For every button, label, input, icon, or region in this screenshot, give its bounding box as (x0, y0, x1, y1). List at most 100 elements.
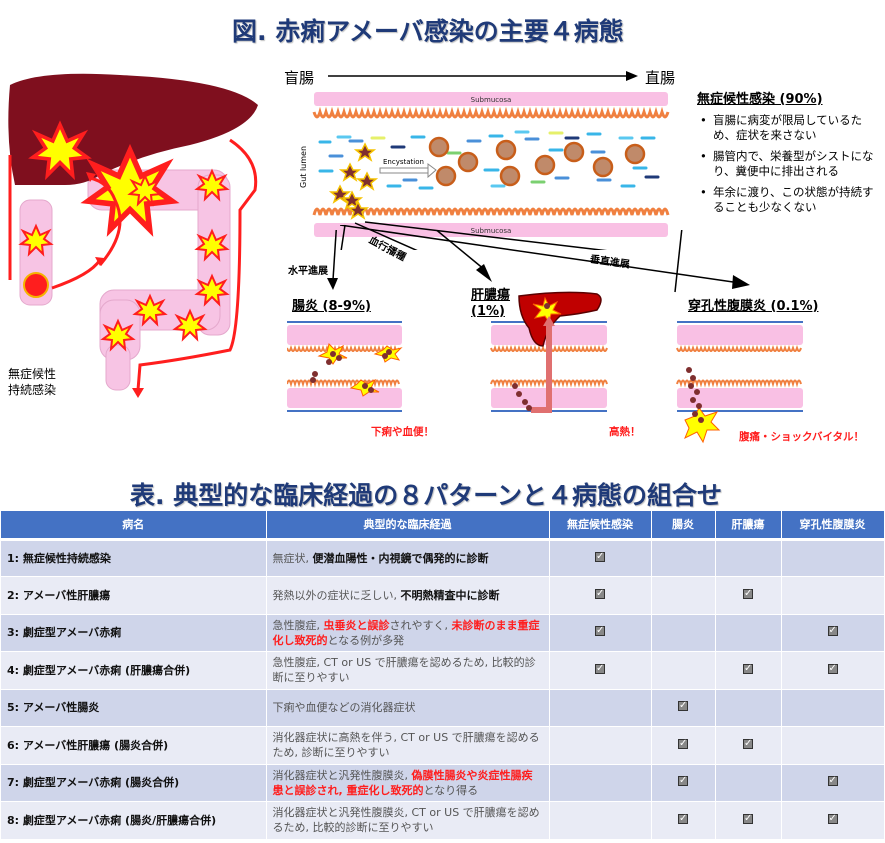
asymptomatic-cell (549, 801, 652, 840)
carrier-site-icon (23, 272, 49, 298)
peritonitis-note: 腹痛・ショックバイタル！ (739, 431, 865, 443)
table-row: 4: 劇症型アメーバ赤痢 (肝膿瘍合併)急性腹症, CT or US で肝膿瘍を… (1, 651, 885, 690)
checkbox-checked-icon (743, 661, 753, 676)
disease-name-cell: 5: アメーバ性腸炎 (1, 689, 267, 727)
warning-text: 虫垂炎と誤診 (323, 618, 390, 632)
warning-text: 偽膜性腸炎や炎症性腸疾患と誤診され, 重症化し致死的 (272, 768, 533, 797)
liver-abscess-cell (715, 651, 782, 690)
cecum-label: 盲腸 (284, 69, 315, 87)
colitis-cell (651, 689, 716, 727)
disease-name-cell: 1: 無症候性持続感染 (1, 539, 267, 577)
colitis-cell (651, 801, 716, 840)
liver-abscess-diagram (490, 291, 608, 413)
colitis-cell (651, 539, 716, 577)
header-clinical-course: 典型的な臨床経過 (266, 511, 550, 541)
clinical-course-cell: 消化器症状と汎発性腹膜炎, CT or US で肝膿瘍を認めるため, 比較的診断… (266, 801, 550, 840)
checkbox-checked-icon (827, 773, 838, 788)
peritonitis-cell (781, 576, 885, 615)
liver-abscess-cell (715, 726, 782, 765)
asymptomatic-cell (549, 539, 652, 577)
course-text: 消化器症状と汎発性腹膜炎, (272, 768, 412, 782)
disease-name-cell: 3: 劇症型アメーバ赤痢 (1, 614, 267, 652)
emphasis-text: 便潜血陽性・内視鏡で偶発的に診断 (312, 551, 489, 565)
liver-abscess-cell (715, 801, 782, 840)
asymptomatic-infection-box: 無症候性感染 (90%) 盲腸に病変が限局しているため、症状を来さない 腸管内で… (697, 92, 885, 221)
table-row: 3: 劇症型アメーバ赤痢急性腹症, 虫垂炎と誤診されやすく, 未診断のまま重症化… (1, 614, 885, 652)
checkbox-checked-icon (743, 811, 753, 826)
gut-lumen-diagram: Encystation Submucosa Submucosa Gut lume… (299, 71, 670, 250)
gut-lumen-label: Gut lumen (299, 146, 308, 188)
clinical-course-cell: 急性腹症, CT or US で肝膿瘍を認めるため, 比較的診断に至りやすい (266, 651, 550, 690)
checkbox-checked-icon (678, 698, 688, 713)
checkbox-checked-icon (827, 623, 838, 638)
liver-abscess-cell (715, 689, 782, 727)
rectum-label: 直腸 (645, 69, 676, 87)
table-row: 7: 劇症型アメーバ赤痢 (腸炎合併) 消化器症状と汎発性腹膜炎, 偽膜性腸炎や炎… (1, 764, 885, 802)
liver-abscess-cell (715, 614, 782, 652)
asymptomatic-cell (549, 651, 652, 690)
peritonitis-cell (781, 801, 885, 840)
clinical-course-cell: 発熱以外の症状に乏しい, 不明熱精査中に診断 (266, 576, 550, 615)
colitis-cell (651, 651, 716, 690)
header-disease-name: 病名 (1, 511, 267, 541)
asymptomatic-bullet: 腸管内で、栄養型がシストになり、糞便中に排出される (697, 149, 885, 179)
peritonitis-cell (781, 614, 885, 652)
colitis-title: 腸炎 (8-9%) (292, 299, 371, 314)
peritonitis-cell (781, 726, 885, 765)
anatomy-illustration: 無症候性 持続感染 (0, 60, 270, 400)
liver-abscess-note: 高熱！ (609, 426, 641, 438)
emphasis-text: 不明熱精査中に診断 (400, 588, 500, 602)
clinical-course-cell: 消化器症状に高熱を伴う, CT or US で肝膿瘍を認めるため, 診断に至りや… (266, 726, 550, 765)
asymptomatic-cell (549, 576, 652, 615)
spread-arrows (327, 230, 683, 293)
peritonitis-cell (781, 651, 885, 690)
checkbox-checked-icon (678, 736, 688, 751)
peritonitis-cell (781, 539, 885, 577)
peritonitis-cell (781, 764, 885, 802)
encystation-label: Encystation (383, 158, 424, 166)
submucosa-top-label: Submucosa (471, 96, 512, 104)
course-text: となる例が多発 (327, 633, 405, 647)
asymptomatic-cell (549, 726, 652, 765)
colitis-note: 下痢や血便！ (371, 426, 434, 438)
disease-name-cell: 7: 劇症型アメーバ赤痢 (腸炎合併) (1, 764, 267, 802)
header-liver-abscess: 肝膿瘍 (715, 511, 782, 541)
checkbox-checked-icon (827, 661, 838, 676)
figure-title: 図. 赤痢アメーバ感染の主要４病態 (232, 17, 624, 46)
asymptomatic-heading: 無症候性感染 (90%) (697, 92, 823, 107)
warning-text: 未診断のまま重症化し致死的 (272, 618, 540, 647)
colitis-cell (651, 614, 716, 652)
disease-name-cell: 6: アメーバ性肝膿瘍 (腸炎合併) (1, 726, 267, 765)
checkbox-checked-icon (678, 773, 688, 788)
course-text: 急性腹症, CT or US で肝膿瘍を認めるため, 比較的診断に至りやすい (272, 656, 536, 685)
checkbox-checked-icon (743, 736, 753, 751)
peritonitis-diagram (676, 321, 803, 444)
course-text: となり得る (423, 783, 479, 797)
disease-name-cell: 8: 劇症型アメーバ赤痢 (腸炎/肝膿瘍合併) (1, 801, 267, 840)
disease-name-cell: 4: 劇症型アメーバ赤痢 (肝膿瘍合併) (1, 651, 267, 690)
clinical-course-cell: 無症状, 便潜血陽性・内視鏡で偶発的に診断 (266, 539, 550, 577)
table-title: 表. 典型的な臨床経過の８パターンと４病態の組合せ (130, 481, 722, 510)
checkbox-checked-icon (678, 811, 688, 826)
peritonitis-title: 穿孔性腹膜炎 (0.1%) (688, 299, 819, 314)
table-row: 6: アメーバ性肝膿瘍 (腸炎合併)消化器症状に高熱を伴う, CT or US … (1, 726, 885, 765)
header-colitis: 腸炎 (651, 511, 716, 541)
clinical-course-cell: 急性腹症, 虫垂炎と誤診されやすく, 未診断のまま重症化し致死的となる例が多発 (266, 614, 550, 652)
asymptomatic-bullet: 年余に渡り、この状態が持続することも少なくない (697, 185, 885, 215)
asymptomatic-cell (549, 614, 652, 652)
table-header-row: 病名 典型的な臨床経過 無症候性感染 腸炎 肝膿瘍 穿孔性腹膜炎 (1, 511, 885, 541)
colitis-cell (651, 726, 716, 765)
asymptomatic-cell (549, 689, 652, 727)
course-text: 発熱以外の症状に乏しい, (272, 588, 401, 602)
table-row: 5: アメーバ性腸炎下痢や血便などの消化器症状 (1, 689, 885, 727)
carrier-label: 無症候性 持続感染 (8, 367, 57, 397)
liver-abscess-cell (715, 576, 782, 615)
checkbox-checked-icon (595, 549, 605, 564)
liver-abscess-cell (715, 539, 782, 577)
colitis-diagram (287, 321, 403, 412)
checkbox-checked-icon (595, 623, 605, 638)
clinical-course-cell: 下痢や血便などの消化器症状 (266, 689, 550, 727)
header-asymptomatic: 無症候性感染 (549, 511, 652, 541)
course-text: 無症状, (272, 551, 313, 565)
liver-abscess-title: 肝膿瘍 (1%) (471, 288, 511, 319)
